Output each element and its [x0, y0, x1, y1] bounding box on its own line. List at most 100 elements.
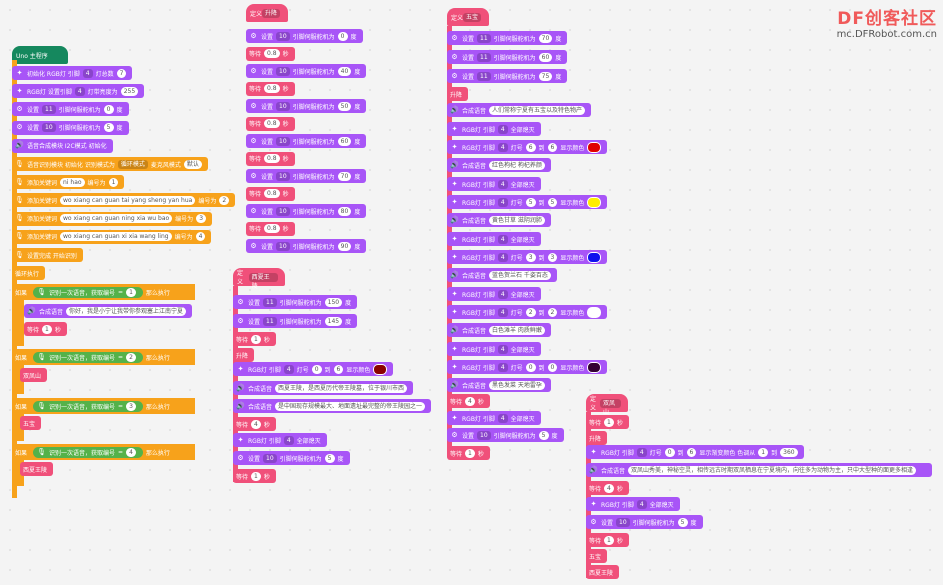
wubao-off-3-text: 全部熄灭 — [510, 291, 535, 299]
wubao-speak-2[interactable]: 🔊合成语音蓝色贺兰石 千姿百态 — [447, 268, 557, 282]
wubao-call[interactable]: 升降 — [447, 87, 469, 101]
sf-call[interactable]: 升降 — [586, 431, 608, 445]
sf-call-3[interactable]: 西夏王陵 — [586, 565, 620, 579]
color-swatch[interactable] — [587, 141, 602, 153]
color-swatch[interactable] — [587, 251, 602, 263]
func-shuangfengshan-hat[interactable]: 定义双凤山 — [586, 394, 628, 416]
xixia-wait-1-sec: 秒 — [263, 336, 270, 344]
sf-call-2[interactable]: 五宝 — [586, 549, 608, 563]
shengjiang-servo-10-pin: 10 — [276, 206, 290, 216]
sf-wait-3-sec: 秒 — [616, 537, 623, 545]
wubao-speak-0[interactable]: 🔊合成语音人们常称宁夏有五宝以及特色物产 — [447, 103, 592, 117]
rgb-icon: ✦ — [451, 197, 458, 206]
func-wubao-hat[interactable]: 定义五宝 — [447, 8, 489, 26]
xixia-call[interactable]: 升降 — [233, 348, 255, 362]
func-shengjiang-hat[interactable]: 定义升降 — [246, 4, 288, 22]
xixia-speak-2[interactable]: 🔊合成语音是中国现存规模最大、地面遗址最完整的帝王陵园之一 — [233, 399, 432, 413]
color-swatch[interactable] — [587, 361, 602, 373]
color-swatch[interactable] — [373, 363, 388, 375]
loop-label[interactable]: 循环执行 — [12, 266, 46, 280]
wubao-speak-4[interactable]: 🔊合成语音黑色发菜 天地雷孕 — [447, 378, 551, 392]
sf-rgb-t3: 到 — [677, 449, 684, 457]
main-block-4[interactable]: 🔊语音合成模块 I2C模式 初始化 — [12, 138, 113, 153]
wubao-servo-1-set: 设置 — [462, 35, 475, 43]
main-call-2[interactable]: 五宝 — [20, 416, 42, 430]
func-xixia-hat[interactable]: 定义西夏王陵 — [233, 268, 285, 290]
main-call-1[interactable]: 双凤山 — [20, 368, 48, 382]
color-swatch[interactable] — [587, 306, 602, 318]
main-block-5[interactable]: 🎙语音识别模块 初始化 识别模式为循环模式麦克风模式默认 — [12, 157, 208, 171]
servo-icon: ⚙ — [250, 136, 257, 145]
main-block-10[interactable]: 🎙设置完成 开始识别 — [12, 248, 83, 262]
xixia-speak-1[interactable]: 🔊合成语音西夏王陵，是西夏历代帝王陵墓，位于银川市西 — [233, 381, 414, 395]
main-call-3[interactable]: 西夏王陵 — [20, 462, 54, 476]
main-speak-1[interactable]: 🔊合成语音你好，我是小宁让我带你参观塞上江南宁夏 — [24, 304, 193, 318]
xixia-wait-2-value: 4 — [251, 419, 261, 429]
color-swatch[interactable] — [587, 196, 602, 208]
main-program-hat[interactable]: Uno 主程序 — [12, 46, 68, 64]
wubao-speak-0[interactable]: 🔊合成语音红色枸杞 枸杞养颜 — [447, 158, 551, 172]
wubao-servo-4-pin: 10 — [477, 430, 491, 440]
wubao-speak-3[interactable]: 🔊合成语音白色滩羊 肉质鲜嫩 — [447, 323, 551, 337]
sf-speak[interactable]: 🔊合成语音双凤山秀美，神秘空灵，相传远古时期双凤栖息在宁夏境内，向往多为动物为主… — [586, 463, 932, 477]
wubao-speak-1[interactable]: 🔊合成语音黄色甘草 滋阴润肺 — [447, 213, 551, 227]
